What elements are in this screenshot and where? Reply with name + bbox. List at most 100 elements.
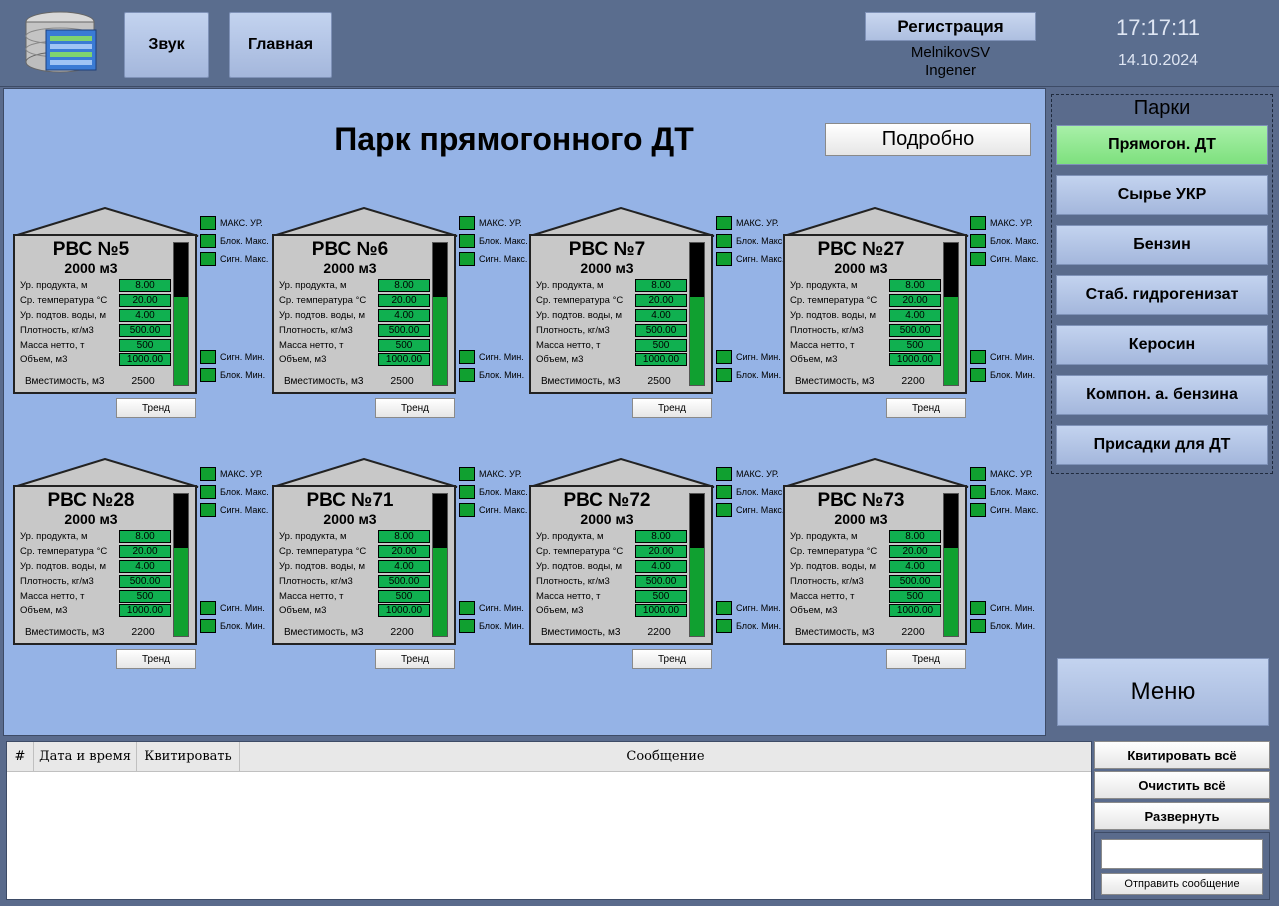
tank-param-label: Плотность, кг/м3 xyxy=(536,325,610,336)
tank-level-fill xyxy=(433,547,447,636)
signal-label: Сигн. Макс. xyxy=(990,254,1038,264)
home-button[interactable]: Главная xyxy=(229,12,332,78)
signal-indicator xyxy=(200,503,216,517)
signal-indicator xyxy=(459,485,475,499)
park-item[interactable]: Стаб. гидрогенизат xyxy=(1056,275,1268,315)
park-item[interactable]: Керосин xyxy=(1056,325,1268,365)
tank-param-value: 500.00 xyxy=(119,575,171,588)
tank-capacity-label: Вместимость, м3 xyxy=(541,376,621,387)
signal-label: Сигн. Мин. xyxy=(990,352,1035,362)
tank-param-value: 8.00 xyxy=(635,279,687,292)
sound-button[interactable]: Звук xyxy=(124,12,209,78)
tank-level-gauge xyxy=(943,242,959,386)
signal-indicator xyxy=(716,234,732,248)
trend-button[interactable]: Тренд xyxy=(632,649,712,669)
trend-button[interactable]: Тренд xyxy=(375,398,455,418)
tank-level-fill xyxy=(690,296,704,385)
tank-volume-label: Объем, м3 xyxy=(536,354,584,365)
signal-label: Сигн. Макс. xyxy=(479,254,528,264)
signal-label: Сигн. Макс. xyxy=(220,505,269,515)
clear-all-button[interactable]: Очистить всё xyxy=(1094,771,1270,799)
tank-roof xyxy=(13,207,199,237)
signal-label: МАКС. УР. xyxy=(990,469,1033,479)
tank-capacity-value: 2200 xyxy=(901,626,925,638)
database-logo-icon xyxy=(25,11,97,73)
signal-indicator xyxy=(716,485,732,499)
signal-label: МАКС. УР. xyxy=(736,218,779,228)
tank-param-value: 500 xyxy=(635,339,687,352)
user-info: MelnikovSV Ingener xyxy=(865,44,1036,80)
log-col-message[interactable]: Сообщение xyxy=(626,749,705,764)
expand-button[interactable]: Развернуть xyxy=(1094,802,1270,830)
tank-volume-label: Объем, м3 xyxy=(536,605,584,616)
tank-param-label: Плотность, кг/м3 xyxy=(790,576,864,587)
tank-nominal-volume: 2000 м3 xyxy=(64,260,118,276)
signal-label: Блок. Макс. xyxy=(220,487,269,497)
trend-button[interactable]: Тренд xyxy=(116,649,196,669)
log-col-number[interactable]: # xyxy=(7,742,34,771)
signal-indicator xyxy=(459,234,475,248)
trend-button[interactable]: Тренд xyxy=(116,398,196,418)
signal-label: Сигн. Макс. xyxy=(990,505,1038,515)
trend-button[interactable]: Тренд xyxy=(886,398,966,418)
detail-button[interactable]: Подробно xyxy=(825,123,1031,156)
tank-nominal-volume: 2000 м3 xyxy=(580,260,634,276)
tank-param-value: 500.00 xyxy=(635,575,687,588)
trend-button[interactable]: Тренд xyxy=(375,649,455,669)
tank-level-fill xyxy=(944,547,958,636)
signal-label: Сигн. Мин. xyxy=(479,603,524,613)
tank-roof xyxy=(13,458,199,488)
park-item[interactable]: Компон. а. бензина xyxy=(1056,375,1268,415)
signal-label: Сигн. Мин. xyxy=(990,603,1035,613)
tank-level-fill xyxy=(690,547,704,636)
tank-param-value: 500 xyxy=(889,339,941,352)
tank-param-value: 20.00 xyxy=(635,545,687,558)
signal-label: Сигн. Мин. xyxy=(736,603,781,613)
signal-indicator xyxy=(970,234,986,248)
message-input[interactable] xyxy=(1101,839,1263,869)
park-item[interactable]: Присадки для ДТ xyxy=(1056,425,1268,465)
tank-capacity-label: Вместимость, м3 xyxy=(541,627,621,638)
signal-label: Блок. Мин. xyxy=(220,370,266,380)
trend-button[interactable]: Тренд xyxy=(632,398,712,418)
signal-indicator xyxy=(716,503,732,517)
signal-label: Сигн. Мин. xyxy=(220,352,265,362)
tank-param-value: 20.00 xyxy=(635,294,687,307)
park-item[interactable]: Сырье УКР xyxy=(1056,175,1268,215)
tank-param-label: Ур. подтов. воды, м xyxy=(279,310,365,321)
trend-button[interactable]: Тренд xyxy=(886,649,966,669)
tank-param-label: Масса нетто, т xyxy=(536,340,601,351)
tank-volume-label: Объем, м3 xyxy=(279,605,327,616)
tank-param-label: Ур. продукта, м xyxy=(20,531,88,542)
tank-param-value: 8.00 xyxy=(119,530,171,543)
signal-label: Блок. Мин. xyxy=(736,370,782,380)
signal-label: Блок. Мин. xyxy=(990,621,1036,631)
park-item[interactable]: Прямогон. ДТ xyxy=(1056,125,1268,165)
tank-name: РВС №7 xyxy=(568,239,646,260)
tank-param-label: Ур. подтов. воды, м xyxy=(536,310,622,321)
tank-capacity-label: Вместимость, м3 xyxy=(25,376,105,387)
signal-label: Блок. Мин. xyxy=(479,370,525,380)
tank-level-gauge xyxy=(689,242,705,386)
tank-param-label: Плотность, кг/м3 xyxy=(279,325,353,336)
menu-button[interactable]: Меню xyxy=(1057,658,1269,726)
log-col-ack[interactable]: Квитировать xyxy=(137,742,240,771)
park-item[interactable]: Бензин xyxy=(1056,225,1268,265)
tank-param-value: 8.00 xyxy=(889,279,941,292)
register-button[interactable]: Регистрация xyxy=(865,12,1036,41)
user-role: Ingener xyxy=(925,62,976,79)
ack-all-button[interactable]: Квитировать всё xyxy=(1094,741,1270,769)
signal-label: Блок. Макс. xyxy=(990,487,1038,497)
signal-indicator xyxy=(200,601,216,615)
signal-indicator xyxy=(970,503,986,517)
log-col-datetime[interactable]: Дата и время xyxy=(34,742,137,771)
signal-indicator xyxy=(200,252,216,266)
signal-label: Сигн. Мин. xyxy=(220,603,265,613)
send-message-button[interactable]: Отправить сообщение xyxy=(1101,873,1263,895)
signal-indicator xyxy=(970,467,986,481)
